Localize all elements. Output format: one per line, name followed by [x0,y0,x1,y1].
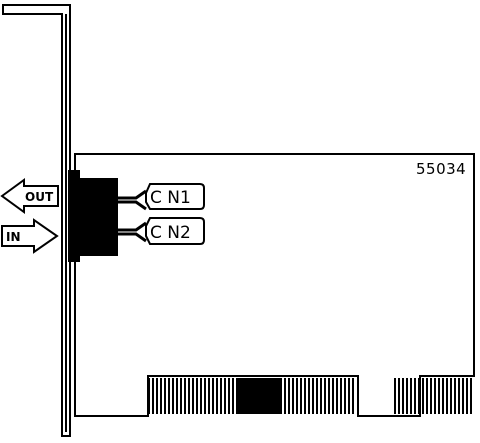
edge-finger [340,378,342,414]
edge-finger [236,378,238,414]
edge-finger [180,378,182,414]
lead-cn1 [118,189,147,211]
port-connector [68,170,118,262]
circuit-board [74,153,475,417]
edge-finger [402,378,404,414]
edge-finger [184,378,186,414]
edge-finger [336,378,338,414]
board-id-label: 55034 [416,160,466,178]
connector-cn2: C N2 [145,217,205,245]
edge-finger [316,378,318,414]
edge-finger [454,378,456,414]
edge-finger [224,378,226,414]
edge-finger [422,378,424,414]
edge-finger [160,378,162,414]
edge-finger [466,378,468,414]
connector-cn2-label: C N2 [150,223,191,243]
edge-finger [394,378,396,414]
edge-finger [352,378,354,414]
connector-cn1-label: C N1 [150,188,191,208]
edge-finger [462,378,464,414]
edge-finger [304,378,306,414]
edge-finger [216,378,218,414]
edge-finger [414,378,416,414]
edge-finger [348,378,350,414]
edge-finger [192,378,194,414]
arrow-left-icon: OUT [0,178,59,214]
edge-finger [176,378,178,414]
edge-finger [152,378,154,414]
arrow-right-icon: IN [1,218,59,254]
edge-finger [172,378,174,414]
edge-finger [228,378,230,414]
edge-finger [450,378,452,414]
edge-finger [320,378,322,414]
edge-finger [344,378,346,414]
edge-finger [312,378,314,414]
edge-finger [332,378,334,414]
connector-cn1: C N1 [145,183,205,210]
edge-finger [324,378,326,414]
edge-connector [148,378,472,414]
edge-finger [212,378,214,414]
edge-finger [406,378,408,414]
edge-finger [418,378,420,414]
edge-finger [148,378,150,414]
edge-finger [458,378,460,414]
in-port-label: IN [6,230,21,244]
edge-finger [188,378,190,414]
edge-finger [196,378,198,414]
edge-finger [292,378,294,414]
edge-finger [168,378,170,414]
edge-finger [328,378,330,414]
mounting-bracket [2,4,71,437]
edge-finger [156,378,158,414]
edge-finger [164,378,166,414]
edge-finger [470,378,472,414]
edge-finger [200,378,202,414]
edge-finger [300,378,302,414]
edge-finger [410,378,412,414]
lead-cn2 [118,221,147,243]
edge-finger-solid [238,378,282,414]
edge-finger [204,378,206,414]
out-port-label: OUT [25,190,54,204]
edge-finger [446,378,448,414]
edge-finger [430,378,432,414]
edge-finger [232,378,234,414]
edge-finger [220,378,222,414]
edge-finger [208,378,210,414]
edge-finger [296,378,298,414]
edge-finger [442,378,444,414]
edge-finger [284,378,286,414]
edge-finger [434,378,436,414]
edge-finger [398,378,400,414]
edge-finger [288,378,290,414]
edge-finger [438,378,440,414]
edge-finger [308,378,310,414]
edge-finger [426,378,428,414]
